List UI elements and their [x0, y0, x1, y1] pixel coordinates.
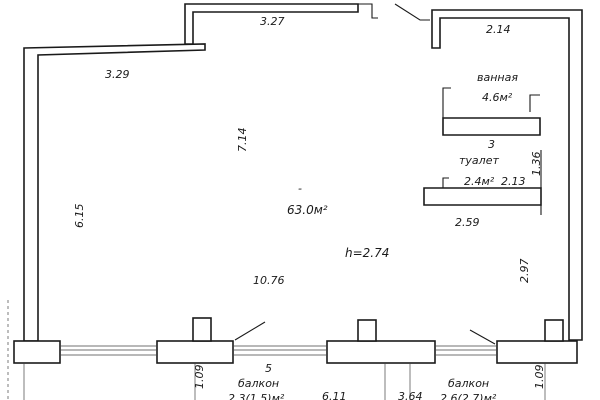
room-labels: - 63.0м² h=2.74 ванная 4.6м² 3 туалет 2.…: [228, 71, 518, 400]
dim-right-lower: 2.97: [518, 259, 531, 284]
toilet-name: туалет: [459, 154, 499, 167]
dim-balcony-left-depth: 1.09: [193, 365, 206, 390]
dim-top-wall: 3.27: [260, 15, 285, 28]
dim-left-height: 6.15: [73, 204, 86, 229]
window-3: [435, 345, 497, 356]
bathroom-partition-left: [442, 87, 451, 118]
bottom-pier-1: [13, 340, 61, 364]
bottom-pier-3: [326, 340, 436, 364]
dim-balcony-right-depth: 1.09: [533, 365, 546, 390]
toilet-partition: [442, 177, 449, 188]
bottom-pier-2: [156, 340, 234, 364]
bottom-pier-4: [496, 340, 578, 364]
dimensions: 3.27 3.29 2.14 6.15 7.14 1.36 2.13 2.59 …: [73, 15, 546, 400]
column-3: [544, 319, 564, 342]
dim-right-top: 2.14: [486, 23, 511, 36]
balcony-right-name: балкон: [448, 377, 489, 390]
toilet-area: 2.4м²: [464, 175, 495, 188]
balcony-left-name: балкон: [238, 377, 279, 390]
balcony-railings: [23, 363, 546, 400]
bathroom-area: 4.6м²: [482, 91, 513, 104]
dim-toilet-width: 2.13: [501, 175, 526, 188]
balcony-right-area: 2.6(2.7)м²: [440, 392, 497, 400]
balcony-left-area: 2.3(1.5)м²: [228, 392, 285, 400]
dim-toilet-side: 1.36: [530, 152, 543, 177]
door-number: 5: [265, 362, 272, 375]
main-room-number: -: [298, 182, 302, 195]
entry-niche: [358, 3, 378, 19]
dim-left-top: 3.29: [105, 68, 130, 81]
bathroom-wall: [442, 117, 541, 136]
left-wall: [23, 43, 206, 342]
dim-room-length: 10.76: [253, 274, 285, 287]
main-room-area: 63.0м²: [287, 203, 328, 217]
entry-door-swing: [394, 3, 430, 21]
ceiling-height: h=2.74: [345, 246, 389, 260]
dim-balcony-left-width: 6.11: [322, 390, 347, 400]
window-1: [60, 345, 157, 356]
toilet-wall: [423, 187, 542, 206]
column-2: [357, 319, 377, 342]
column-1: [192, 317, 212, 342]
bathroom-partition-right: [529, 94, 540, 112]
dim-toilet-bottom: 2.59: [455, 216, 480, 229]
bathroom-name: ванная: [477, 71, 518, 84]
walls: [7, 3, 583, 400]
dim-balcony-right-width: 3.64: [398, 390, 423, 400]
dim-center-vertical: 7.14: [236, 128, 249, 153]
door-swing-right: [469, 329, 496, 345]
door-swing-left: [234, 321, 266, 341]
window-2: [233, 345, 327, 356]
toilet-number: 3: [488, 138, 495, 151]
right-wall: [431, 9, 583, 341]
